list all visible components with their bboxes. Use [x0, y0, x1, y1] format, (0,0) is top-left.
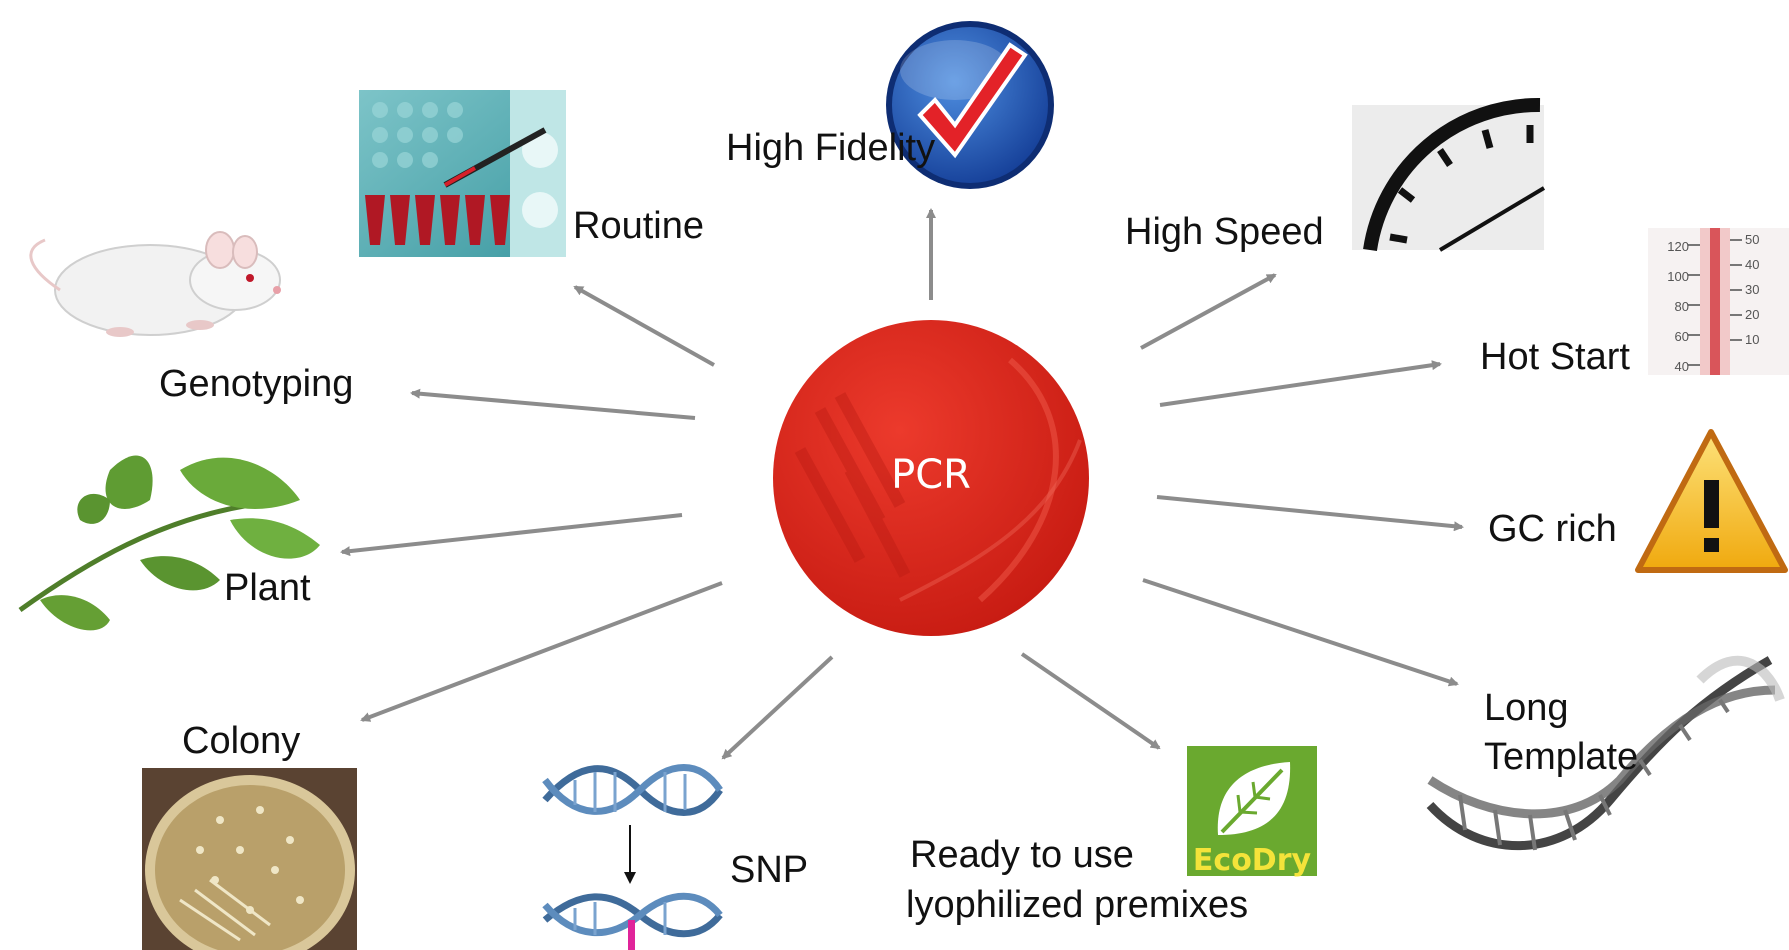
arrow-gc-rich: [1156, 495, 1464, 532]
speedometer-icon: [1352, 97, 1546, 252]
thermometer-icon: [1648, 228, 1789, 375]
pipette-plate-icon: [359, 90, 566, 257]
arrow-colony: [360, 581, 723, 722]
thermometer-scale-right: 50 40 30 20 10: [1745, 227, 1779, 352]
label-high-speed: High Speed: [1125, 211, 1324, 253]
thermometer-scale-left: 120 100 80 60 40: [1655, 232, 1689, 382]
arrows: [340, 208, 1464, 760]
thermometer-tick: 120: [1667, 239, 1689, 254]
label-lyophilized-premixes: lyophilized premixes: [906, 884, 1249, 926]
thermometer-tick: 30: [1745, 282, 1760, 297]
dna-snp-icon: [542, 764, 723, 950]
mouse-icon: [29, 231, 281, 337]
label-ready-to-use: Ready to use: [910, 834, 1134, 876]
label-genotyping: Genotyping: [159, 363, 354, 405]
arrow-snp: [721, 655, 834, 760]
thermometer-tick: 60: [1674, 329, 1689, 344]
label-plant: Plant: [224, 567, 311, 609]
label-hot-start: Hot Start: [1480, 336, 1630, 378]
arrow-hot-start: [1159, 360, 1442, 407]
label-snp: SNP: [730, 849, 809, 891]
arrow-high-speed: [1140, 273, 1277, 350]
arrow-ready-to-use: [1020, 652, 1161, 750]
petri-dish-icon: [142, 768, 357, 950]
leaf-branch-icon: [18, 455, 320, 631]
thermometer-tick: 10: [1745, 332, 1760, 347]
arrow-long-template: [1142, 578, 1459, 687]
ecodry-logo-text: EcoDry: [1193, 843, 1312, 878]
thermometer-tick: 20: [1745, 307, 1760, 322]
label-long: Long: [1484, 687, 1569, 729]
arrow-plant: [340, 513, 683, 557]
checkmark-icon: [886, 21, 1054, 189]
label-template: Template: [1484, 736, 1639, 778]
thermometer-tick: 100: [1667, 269, 1689, 284]
label-high-fidelity: High Fidelity: [726, 127, 936, 169]
thermometer-tick: 80: [1674, 299, 1689, 314]
label-routine: Routine: [573, 205, 704, 247]
label-colony: Colony: [182, 720, 301, 762]
pcr-label: PCR: [891, 452, 971, 498]
warning-icon: [1635, 429, 1788, 573]
pcr-hub: [773, 320, 1089, 636]
thermometer-tick: 40: [1745, 257, 1760, 272]
thermometer-tick: 40: [1674, 359, 1689, 374]
arrow-genotyping: [410, 388, 696, 420]
ecodry-logo: EcoDry: [1187, 746, 1317, 878]
thermometer-tick: 50: [1745, 232, 1760, 247]
arrow-routine: [573, 285, 715, 367]
label-gc-rich: GC rich: [1488, 508, 1617, 550]
long-dna-icon: [1426, 655, 1785, 851]
